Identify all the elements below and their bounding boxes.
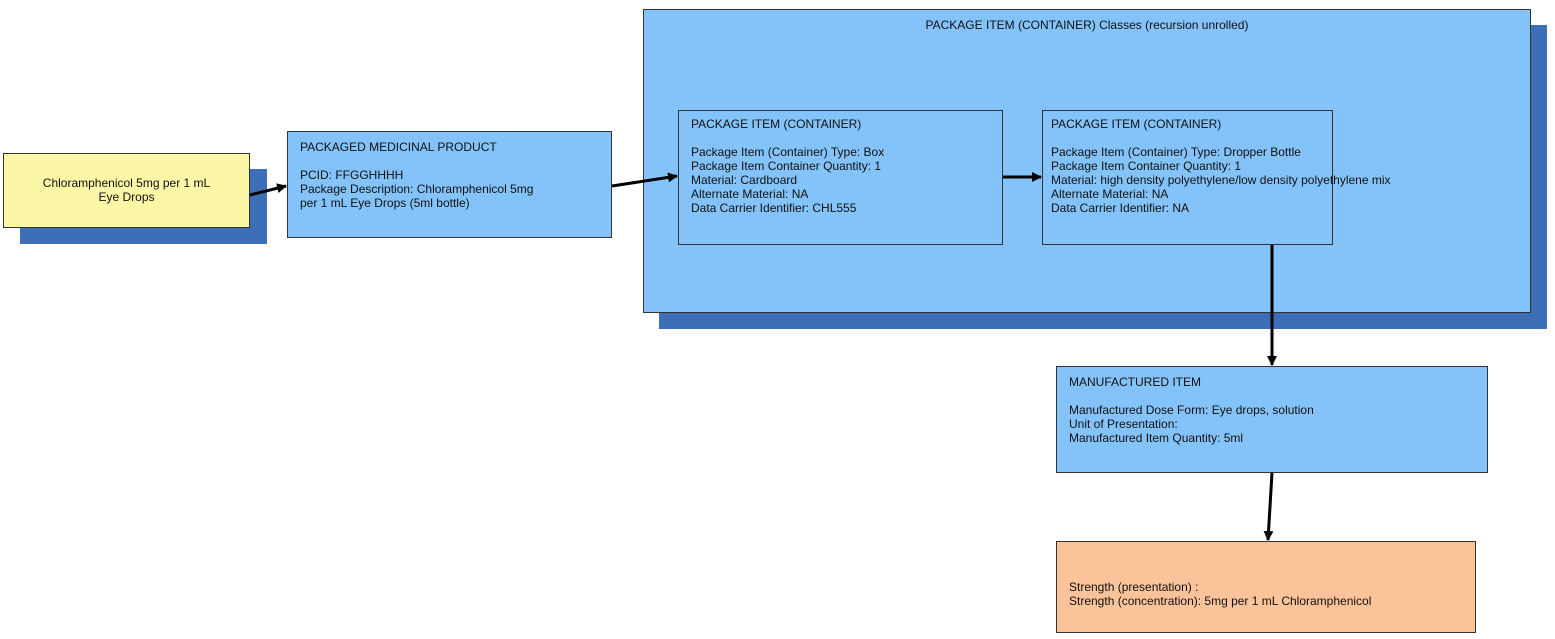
product-line: Eye Drops: [98, 190, 155, 204]
container-line: Alternate Material: NA: [691, 187, 809, 201]
packaged-line: Package Description: Chloramphenicol 5mg: [300, 182, 534, 196]
container-title: PACKAGE ITEM (CONTAINER): [691, 117, 862, 131]
container-line: Material: high density polyethylene/low …: [1051, 173, 1391, 187]
container-line: Package Item Container Quantity: 1: [1051, 159, 1242, 173]
arrow-manufactured-to-strength: [1263, 472, 1274, 541]
manufactured-title: MANUFACTURED ITEM: [1069, 375, 1201, 389]
container-line: Alternate Material: NA: [1051, 187, 1169, 201]
manufactured-line: Manufactured Dose Form: Eye drops, solut…: [1069, 403, 1314, 417]
strength-line: Strength (presentation) :: [1069, 580, 1199, 594]
packaged-title: PACKAGED MEDICINAL PRODUCT: [300, 140, 497, 154]
container-box-2: PACKAGE ITEM (CONTAINER) Package Item (C…: [1042, 110, 1391, 245]
packaged-line: per 1 mL Eye Drops (5ml bottle): [300, 196, 470, 210]
container-group-title: PACKAGE ITEM (CONTAINER) Classes (recurs…: [925, 18, 1249, 32]
manufactured-item-box: MANUFACTURED ITEM Manufactured Dose Form…: [1056, 366, 1488, 473]
container-line: Package Item (Container) Type: Dropper B…: [1051, 145, 1301, 159]
manufactured-line: Unit of Presentation:: [1069, 417, 1178, 431]
arrow-product-to-packaged: [249, 183, 287, 197]
manufactured-line: Manufactured Item Quantity: 5ml: [1069, 431, 1244, 445]
arrow-packaged-to-container: [611, 172, 678, 188]
container-line: Data Carrier Identifier: NA: [1051, 201, 1190, 215]
product-line: Chloramphenicol 5mg per 1 mL: [42, 176, 211, 190]
container-line: Package Item (Container) Type: Box: [691, 145, 885, 159]
strength-line: Strength (concentration): 5mg per 1 mL C…: [1069, 594, 1372, 608]
strength-box: Strength (presentation) : Strength (conc…: [1056, 541, 1476, 633]
container-line: Package Item Container Quantity: 1: [691, 159, 882, 173]
container-box-1: PACKAGE ITEM (CONTAINER) Package Item (C…: [678, 110, 1003, 245]
packaged-product-box: PACKAGED MEDICINAL PRODUCT PCID: FFGGHHH…: [287, 131, 612, 238]
packaged-line: PCID: FFGGHHHH: [300, 168, 404, 182]
product-box: Chloramphenicol 5mg per 1 mL Eye Drops: [3, 153, 250, 228]
container-line: Data Carrier Identifier: CHL555: [691, 201, 857, 215]
container-line: Material: Cardboard: [691, 173, 798, 187]
container-title: PACKAGE ITEM (CONTAINER): [1051, 117, 1222, 131]
